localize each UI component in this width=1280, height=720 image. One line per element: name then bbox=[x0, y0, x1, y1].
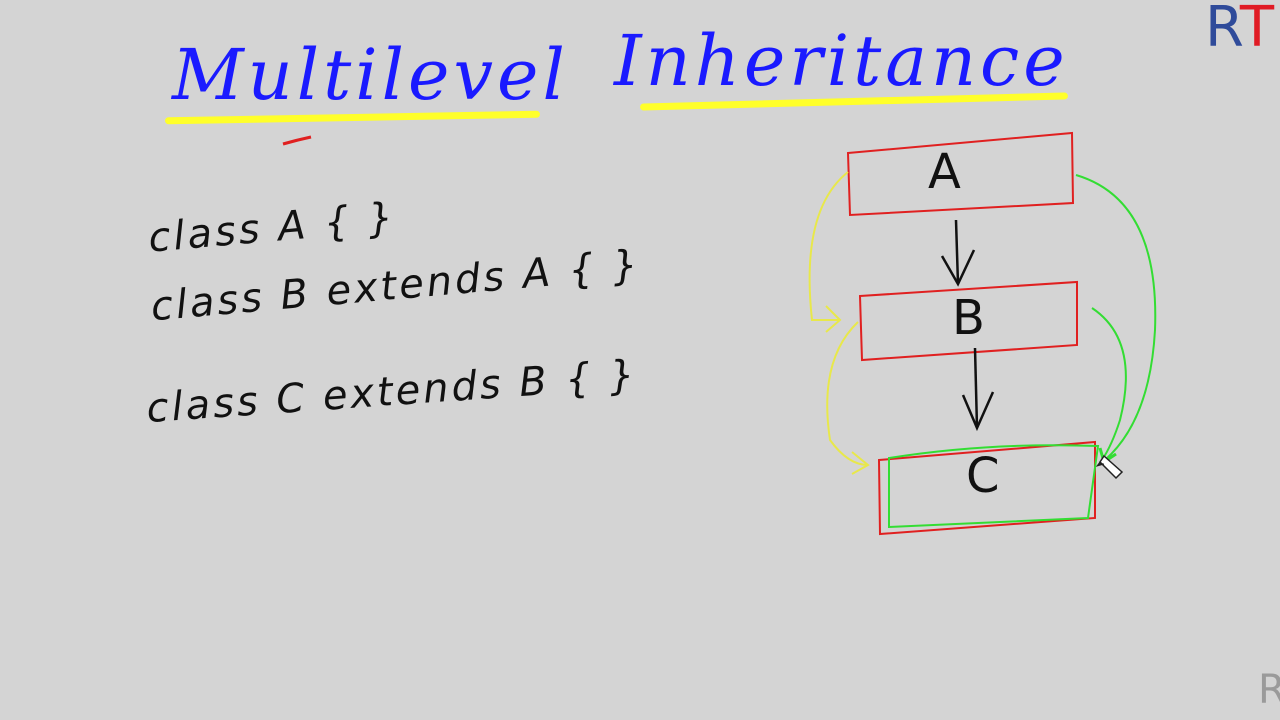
arrow-a-to-b-head bbox=[940, 249, 976, 287]
yellow-arrow-b-to-c-head bbox=[851, 451, 870, 475]
rt-logo: RT bbox=[1205, 0, 1274, 56]
green-arrow-a-to-c bbox=[1075, 174, 1157, 461]
box-c bbox=[877, 440, 1096, 536]
yellow-arrow-b-to-c bbox=[826, 321, 869, 466]
corner-watermark: R bbox=[1258, 667, 1280, 713]
logo-r: R bbox=[1205, 0, 1240, 60]
box-b bbox=[858, 280, 1078, 362]
box-a-label: A bbox=[928, 144, 961, 200]
arrow-b-to-c bbox=[973, 347, 979, 429]
box-c-label: C bbox=[966, 448, 1000, 504]
red-mark bbox=[282, 135, 312, 146]
title-inheritance: Inheritance bbox=[614, 20, 1069, 102]
arrow-b-to-c-head bbox=[961, 391, 995, 432]
title-multilevel: Multilevel bbox=[172, 34, 569, 116]
yellow-arrow-a-to-b bbox=[808, 171, 849, 321]
box-c-green-outline bbox=[888, 444, 1100, 529]
yellow-arrow-a-to-b-head bbox=[825, 305, 842, 333]
logo-t: T bbox=[1239, 0, 1275, 60]
box-b-label: B bbox=[952, 290, 985, 346]
arrow-a-to-b bbox=[954, 219, 960, 285]
pen-cursor-icon bbox=[1095, 454, 1124, 480]
green-arrow-b-to-c bbox=[1091, 307, 1127, 461]
box-a bbox=[846, 131, 1075, 217]
